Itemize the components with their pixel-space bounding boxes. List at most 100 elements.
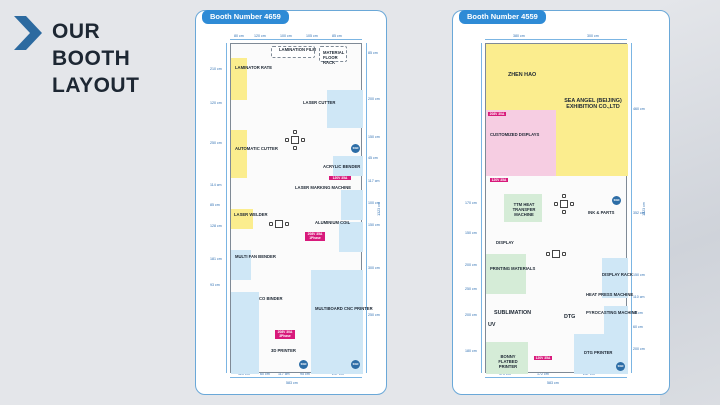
- booth-item-label: TTM HEAT TRANSFER MACHINE: [512, 202, 536, 217]
- booth-item-label: DISPLAY RACK: [602, 272, 633, 277]
- booth-zone: [486, 110, 556, 176]
- booth-zone: [556, 44, 628, 176]
- power-badge: 208V 30A 3Phase: [275, 330, 295, 339]
- booth-plan-4659: Booth Number 4659 80 cm 120 cm 100 cm 10…: [195, 10, 387, 395]
- dimension-label: 250 cm: [465, 287, 477, 291]
- booth-item-label: DTG: [564, 314, 576, 320]
- booth-zone: [339, 222, 363, 252]
- meeting-table: [560, 200, 568, 208]
- dimension-line: [226, 43, 227, 373]
- chair: [554, 202, 558, 206]
- dimension-label: 170 cm: [465, 201, 477, 205]
- dimension-label: 85 cm: [368, 51, 378, 55]
- meeting-table: [291, 136, 299, 144]
- chair: [285, 138, 289, 142]
- dimension-label: 85 cm: [210, 203, 220, 207]
- booth-item-label: LAMINATION FILM: [279, 47, 316, 52]
- booth-zone: [333, 156, 363, 176]
- dimension-label: 200 cm: [465, 263, 477, 267]
- booth-zone: [231, 130, 247, 178]
- dimension-label: 100 cm: [280, 34, 292, 38]
- booth-zone: [271, 46, 315, 58]
- dimension-line: [485, 377, 627, 378]
- dimension-label: 300 cm: [587, 34, 599, 38]
- dimension-label: 170 cm: [499, 372, 511, 376]
- slide-title: OUR BOOTH LAYOUT: [52, 18, 139, 99]
- title-line: OUR: [52, 20, 101, 43]
- booth-zone: [486, 44, 556, 110]
- dimension-label: 150 cm: [368, 223, 380, 227]
- total-height-label: 1323 cm: [376, 202, 381, 216]
- dimension-label: 150 cm: [368, 135, 380, 139]
- dimension-label: 120 cm: [238, 372, 250, 376]
- dimension-label: 250 cm: [210, 141, 222, 145]
- total-height-label: 1323 cm: [641, 202, 646, 216]
- dimension-label: 200 cm: [633, 347, 645, 351]
- booth-floor: ZHEN HAO SEA ANGEL (BEIJING) EXHIBITION …: [485, 43, 637, 374]
- booth-item-label: INK & PARTS: [588, 210, 615, 215]
- chair: [301, 138, 305, 142]
- booth-zone: [231, 209, 253, 229]
- dimension-label: 217 cm: [332, 372, 344, 376]
- dimension-label: 300 cm: [368, 266, 380, 270]
- chair: [293, 130, 297, 134]
- meeting-table: [275, 220, 283, 228]
- booth-plan-4559: Booth Number 4559 380 cm 300 cm 170 cm 1…: [452, 10, 670, 395]
- booth-item-label: SEA ANGEL (BEIJING) EXHIBITION CO.,LTD: [564, 98, 622, 110]
- booth-item-label: LASER MARKING MACHINE: [295, 185, 352, 190]
- chair: [269, 222, 273, 226]
- dimension-line: [230, 377, 362, 378]
- booth-item-label: CUSTOMIZED DISPLAYS: [490, 132, 540, 137]
- booth-item-label: DISPLAY: [496, 240, 514, 245]
- chevron-right-icon: [14, 16, 42, 50]
- dimension-label: 460 cm: [633, 107, 645, 111]
- booth-item-label: SUBLIMATION: [494, 310, 532, 316]
- booth-item-label: LAMINATOR RATE: [235, 65, 272, 70]
- dimension-label: 100 cm: [368, 201, 380, 205]
- dimension-label: 200 cm: [368, 97, 380, 101]
- dimension-label: 180 cm: [465, 349, 477, 353]
- power-badge: 208V 30A: [488, 112, 506, 117]
- booth-item-label: PYROCASTING MACHINE: [586, 310, 638, 315]
- booth-item-label: ACRYLIC BENDER: [323, 164, 361, 169]
- dimension-label: 120 cm: [210, 101, 222, 105]
- dimension-line: [631, 43, 632, 373]
- chair: [562, 210, 566, 214]
- dimension-label: 200 cm: [465, 313, 477, 317]
- booth-zone: [319, 46, 347, 62]
- booth-item-label: HEAT PRESS MACHINE: [586, 292, 634, 297]
- booth-item-label: 3D PRINTER: [271, 348, 296, 353]
- booth-item-label: LASER WELDER: [234, 212, 268, 217]
- dimension-label: 117 cm: [278, 372, 290, 376]
- booth-item-label: LASER CUTTER: [303, 100, 336, 105]
- dimension-label: 110 cm: [633, 295, 645, 299]
- dimension-label: 60 cm: [633, 311, 643, 315]
- booth-zone: [231, 250, 251, 280]
- booth-number-tag: Booth Number 4659: [202, 10, 289, 24]
- booth-floor: LAMINATION FILM MATERIAL FLOOR RACK LAMI…: [230, 43, 373, 374]
- title-line: LAYOUT: [52, 74, 140, 97]
- booth-item-label: ZHEN HAO: [508, 72, 537, 78]
- booth-item-label: PRINTING MATERIALS: [490, 266, 536, 271]
- dimension-label: 45 cm: [368, 156, 378, 160]
- booth-zone: [602, 258, 628, 298]
- brand-logo-icon: SIGN: [351, 144, 360, 153]
- booth-zone: [486, 254, 526, 294]
- meeting-table: [552, 250, 560, 258]
- power-badge: 120V 35A: [490, 178, 508, 183]
- dimension-label: 150 cm: [633, 273, 645, 277]
- dimension-line: [485, 39, 627, 40]
- dimension-label: 120 cm: [254, 34, 266, 38]
- background-accent: [660, 0, 720, 405]
- total-width-label: 583 cm: [547, 381, 559, 385]
- dimension-label: 352 cm: [633, 211, 645, 215]
- dimension-label: 128 cm: [210, 224, 222, 228]
- chair: [570, 202, 574, 206]
- dimension-line: [230, 39, 362, 40]
- dimension-label: 95 cm: [300, 372, 310, 376]
- booth-item-label: MATERIAL FLOOR RACK: [323, 50, 345, 65]
- dimension-label: 60 cm: [260, 372, 270, 376]
- brand-logo-icon: SIGN: [299, 360, 308, 369]
- dimension-label: 150 cm: [465, 231, 477, 235]
- title-line: BOOTH: [52, 47, 131, 70]
